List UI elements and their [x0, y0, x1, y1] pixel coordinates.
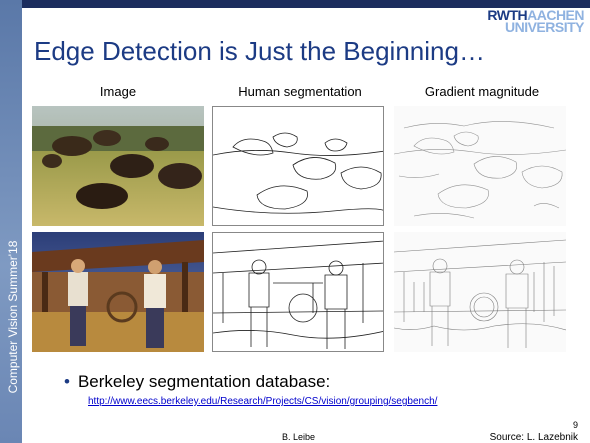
image-cowboys-human-segmentation [212, 232, 384, 352]
image-cowboys-gradient-magnitude [394, 232, 566, 352]
sidebar [0, 0, 22, 443]
image-bison-gradient-magnitude [394, 106, 566, 226]
page-number: 9 [572, 420, 578, 430]
top-bar [0, 0, 590, 8]
segbench-link[interactable]: http://www.eecs.berkeley.edu/Research/Pr… [88, 396, 438, 407]
image-cowboys-photo [32, 232, 204, 352]
column-label-gradient-magnitude: Gradient magnitude [424, 84, 540, 99]
image-bison-photo [32, 106, 204, 226]
footer-author: B. Leibe [282, 432, 316, 442]
image-bison-human-segmentation [212, 106, 384, 226]
column-label-human-segmentation: Human segmentation [238, 84, 362, 99]
slide-title: Edge Detection is Just the Beginning… [34, 36, 485, 66]
footer-source: Source: L. Lazebnik [489, 432, 578, 443]
bullet-berkeley-database: •Berkeley segmentation database: [64, 372, 331, 391]
bullet-icon: • [64, 372, 70, 391]
university-logo: RWTHAACHEN UNIVERSITY [487, 7, 584, 35]
column-label-image: Image [99, 84, 137, 99]
sidebar-label: Computer Vision Summer'18 [6, 240, 20, 394]
